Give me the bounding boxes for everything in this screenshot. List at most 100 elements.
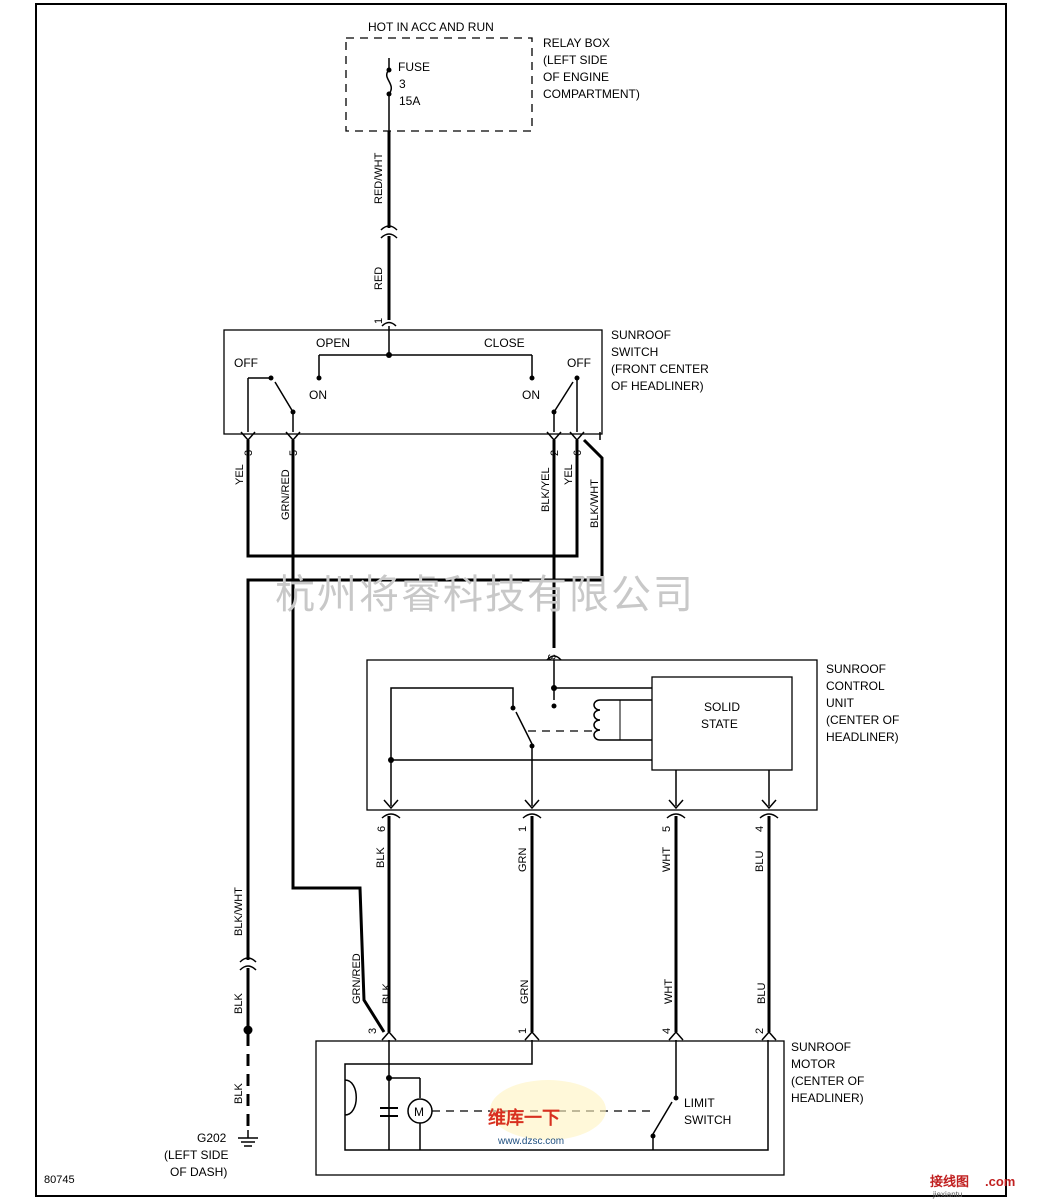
limit-switch-blade: [652, 1101, 673, 1135]
wire-label-blk-m: BLK: [381, 983, 393, 1004]
switch-top-terminal: [381, 321, 397, 327]
relay-header: HOT IN ACC AND RUN: [368, 20, 494, 34]
wire-label-blu-cu: BLU: [754, 851, 766, 872]
svg-text:SUNROOF: SUNROOF: [791, 1040, 851, 1054]
dzsc-logo: 维库一下 www.dzsc.com: [488, 1080, 606, 1147]
relay-coil: [593, 699, 652, 741]
inline-connector-2: [239, 957, 257, 971]
svg-text:15A: 15A: [399, 94, 420, 108]
svg-text:(CENTER OF: (CENTER OF: [791, 1074, 864, 1088]
motor-pin-2: 2: [754, 1028, 766, 1034]
motor-pin-4: 4: [661, 1028, 673, 1034]
solid-state-box: [651, 676, 793, 771]
svg-text:MOTOR: MOTOR: [791, 1057, 836, 1071]
switch-pin-1: 1: [373, 318, 385, 324]
wire-label-grn-red-a: GRN/RED: [280, 469, 292, 520]
svg-text:SUNROOF: SUNROOF: [611, 328, 671, 342]
cu-pin-5: 5: [661, 826, 673, 832]
cu-pin-4: 4: [754, 826, 766, 832]
wire-blk-wht: [246, 438, 604, 960]
svg-text:(LEFT SIDE: (LEFT SIDE: [164, 1148, 228, 1162]
wire-yel-loop: [246, 440, 579, 558]
svg-text:HEADLINER): HEADLINER): [791, 1091, 864, 1105]
svg-text:维库一下: 维库一下: [488, 1107, 560, 1129]
svg-text:COMPARTMENT): COMPARTMENT): [543, 87, 640, 101]
motor-top-terminals: [381, 1030, 777, 1041]
svg-text:CONTROL: CONTROL: [826, 679, 885, 693]
sunroof-switch-box: [223, 329, 603, 435]
svg-text:STATE: STATE: [701, 717, 738, 731]
wire-label-blk-a: BLK: [233, 993, 245, 1014]
switch-close-label: CLOSE: [484, 336, 525, 350]
jiexiantu-logo: 接线图 .com jiexiantu: [930, 1174, 1015, 1199]
sunroof-motor-label: SUNROOF MOTOR (CENTER OF HEADLINER): [791, 1040, 864, 1105]
switch-blade-right: [553, 381, 574, 413]
svg-text:接线图: 接线图: [930, 1174, 969, 1190]
relay-box-label: RELAY BOX (LEFT SIDE OF ENGINE COMPARTME…: [543, 36, 640, 101]
svg-text:SUNROOF: SUNROOF: [826, 662, 886, 676]
limit-switch-label: LIMIT SWITCH: [684, 1096, 731, 1127]
diagram-id: 80745: [44, 1174, 75, 1186]
ground-location: (LEFT SIDE OF DASH): [164, 1148, 228, 1179]
switch-on-right: ON: [522, 388, 540, 402]
cu-pin-1: 1: [517, 826, 529, 832]
wire-label-blk-b: BLK: [233, 1083, 245, 1104]
svg-text:jiexiantu: jiexiantu: [932, 1190, 962, 1199]
wire-label-grn-cu: GRN: [517, 848, 529, 873]
svg-text:(FRONT CENTER: (FRONT CENTER: [611, 362, 709, 376]
wire-label-blk-yel: BLK/YEL: [540, 467, 552, 512]
wire-label-yel-a: YEL: [234, 464, 246, 485]
ground-name: G202: [197, 1131, 227, 1145]
wire-label-blk-wht-b: BLK/WHT: [233, 887, 245, 936]
svg-text:(LEFT SIDE: (LEFT SIDE: [543, 53, 607, 67]
capacitor-symbol: [380, 1107, 398, 1117]
relay-contact-blade: [515, 711, 533, 745]
wire-grn-red: [291, 440, 386, 1033]
svg-text:SWITCH: SWITCH: [611, 345, 658, 359]
fuse-symbol: [386, 58, 392, 131]
svg-text:OF DASH): OF DASH): [170, 1165, 227, 1179]
wire-label-yel-b: YEL: [563, 464, 575, 485]
cu-pin-6: 6: [376, 826, 388, 832]
svg-text:SWITCH: SWITCH: [684, 1113, 731, 1127]
cu-bottom-terminals: [381, 799, 779, 819]
watermark: 杭州将睿科技有限公司: [275, 572, 695, 618]
switch-open-label: OPEN: [316, 336, 350, 350]
wire-label-blu-m: BLU: [756, 983, 768, 1004]
control-unit-box: [366, 659, 818, 811]
circuit-breaker-symbol: [344, 1079, 357, 1116]
sunroof-switch-label: SUNROOF SWITCH (FRONT CENTER OF HEADLINE…: [611, 328, 709, 393]
svg-text:(CENTER OF: (CENTER OF: [826, 713, 899, 727]
fuse-label: FUSE 3 15A: [398, 60, 430, 108]
motor-pin-3: 3: [367, 1028, 379, 1034]
diagram-border: [35, 3, 1007, 1197]
motor-pin-1: 1: [517, 1028, 529, 1034]
wire-label-grn-red-b: GRN/RED: [351, 953, 363, 1004]
svg-text:www.dzsc.com: www.dzsc.com: [497, 1136, 564, 1147]
wire-label-grn-m: GRN: [519, 980, 531, 1005]
svg-text:RELAY BOX: RELAY BOX: [543, 36, 610, 50]
switch-off-right: OFF: [567, 356, 591, 370]
svg-text:FUSE: FUSE: [398, 60, 430, 74]
wire-label-red-wht: RED/WHT: [373, 152, 385, 204]
wire-label-blk-cu: BLK: [375, 847, 387, 868]
motor-symbol-label: M: [414, 1105, 424, 1119]
switch-bottom-terminals: [240, 431, 585, 442]
sunroof-motor-box: [315, 1040, 785, 1176]
wire-label-wht-cu: WHT: [661, 847, 673, 872]
cu-top-terminal: [546, 655, 562, 661]
relay-box-outline: [345, 37, 533, 132]
switch-off-left: OFF: [234, 356, 258, 370]
solid-state-label: SOLID STATE: [701, 700, 740, 731]
switch-blade-left: [274, 381, 294, 413]
svg-text:UNIT: UNIT: [826, 696, 855, 710]
wire-label-blk-wht-a: BLK/WHT: [589, 479, 601, 528]
svg-text:OF HEADLINER): OF HEADLINER): [611, 379, 704, 393]
inline-connector-1: [380, 225, 398, 239]
svg-text:OF ENGINE: OF ENGINE: [543, 70, 609, 84]
ground-symbol: [238, 1130, 258, 1147]
svg-text:LIMIT: LIMIT: [684, 1096, 715, 1110]
svg-text:3: 3: [399, 77, 406, 91]
switch-on-left: ON: [309, 388, 327, 402]
